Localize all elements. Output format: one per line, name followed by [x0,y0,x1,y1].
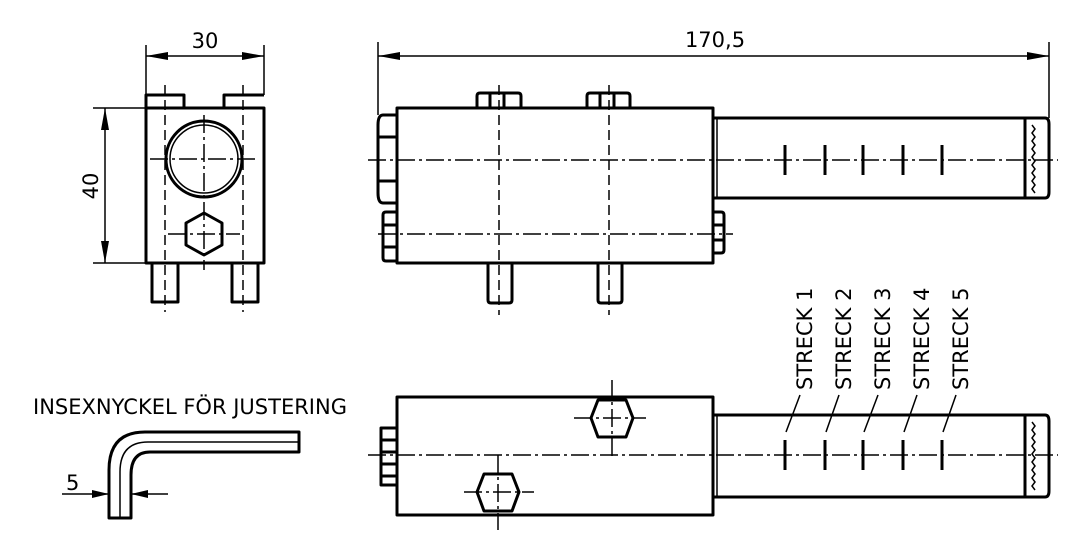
dimension-width: 30 [192,29,219,53]
mark-label-1: STRECK 1 [793,288,817,391]
top-view: STRECK 1 STRECK 2 STRECK 3 STRECK 4 STRE… [368,288,1058,530]
dimension-key-size: 5 [66,471,79,495]
mark-label-2: STRECK 2 [832,288,856,391]
dimension-height: 40 [79,173,103,200]
mark-label-5: STRECK 5 [949,288,973,391]
hex-key-label: INSEXNYCKEL FÖR JUSTERING [33,394,347,419]
mark-label-3: STRECK 3 [871,288,895,391]
dimension-length: 170,5 [685,28,745,52]
end-view: 30 40 [79,29,266,312]
front-view: 170,5 [368,28,1058,315]
hex-key: INSEXNYCKEL FÖR JUSTERING 5 [33,394,347,520]
mark-label-4: STRECK 4 [910,288,934,391]
